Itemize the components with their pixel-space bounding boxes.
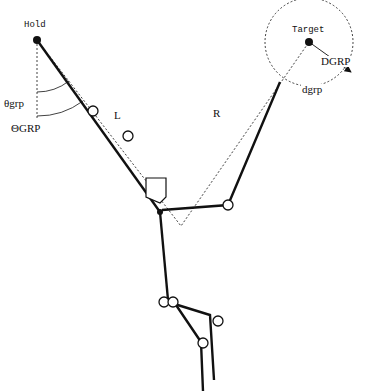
distance-label: R: [212, 108, 221, 119]
angle-label: ΘGRP: [10, 123, 41, 134]
distance-label: L: [113, 110, 122, 121]
point-label: Hold: [24, 21, 46, 30]
point-label: Target: [292, 26, 324, 35]
distance-label: dgrp: [301, 84, 323, 95]
radius-label: DGRP: [320, 56, 351, 67]
angle-label: θgrp: [3, 98, 25, 109]
